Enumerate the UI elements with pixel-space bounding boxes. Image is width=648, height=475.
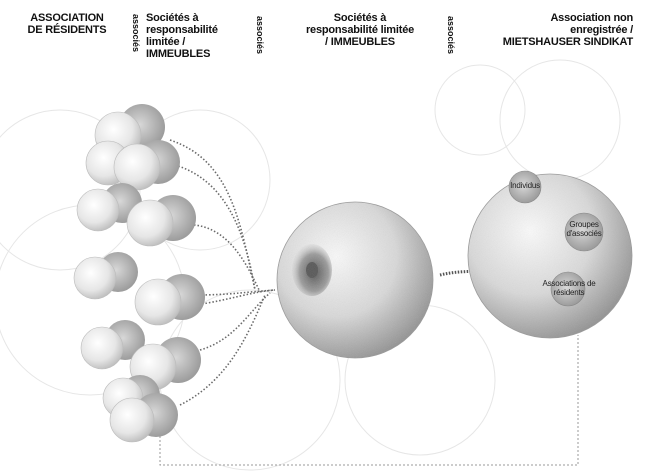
mietshauser-sphere <box>468 171 632 338</box>
label-groupes-associes: Groupes d'associés <box>560 220 608 238</box>
resident-spheres <box>74 104 205 442</box>
label-individus: Individus <box>505 181 545 190</box>
central-sphere <box>277 202 433 358</box>
label-associations-residents: Associations de résidents <box>536 279 602 297</box>
